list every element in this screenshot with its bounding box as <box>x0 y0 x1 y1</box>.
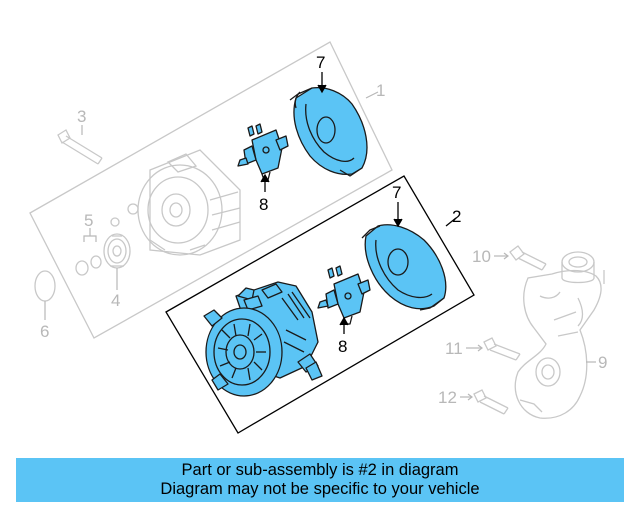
callout-5: 5 <box>84 211 93 230</box>
regulator-cover-upper <box>289 86 368 177</box>
info-banner: Part or sub-assembly is #2 in diagram Di… <box>16 458 624 502</box>
callout-7-upper: 7 <box>316 53 325 72</box>
bracket-ghost <box>514 251 605 419</box>
callout-leaders <box>260 72 457 334</box>
alternator-ghost <box>137 149 241 256</box>
callout-8-upper: 8 <box>259 195 268 214</box>
ghost-leaders-1 <box>44 91 379 320</box>
callout-1: 1 <box>376 81 385 100</box>
callout-2: 2 <box>452 207 461 226</box>
callout-9: 9 <box>598 353 607 372</box>
callout-3: 3 <box>77 107 86 126</box>
callout-4: 4 <box>111 291 120 310</box>
washer-ghost <box>34 270 56 302</box>
bolt-ghost-10 <box>509 245 547 271</box>
bolt-ghost-11 <box>483 337 521 361</box>
bolt-ghost-12 <box>473 389 509 415</box>
callout-7-lower: 7 <box>392 183 401 202</box>
regulator-lower <box>317 265 371 325</box>
callout-6: 6 <box>40 322 49 341</box>
callout-12: 12 <box>438 388 457 407</box>
bolt-ghost-3 <box>57 129 103 165</box>
banner-line-2: Diagram may not be specific to your vehi… <box>160 480 480 498</box>
regulator-upper <box>237 123 289 181</box>
assembly-1-frame <box>29 41 393 339</box>
nut-ghost-a <box>75 260 89 276</box>
assembly-2-frame <box>165 175 475 434</box>
parts-diagram: 7 8 7 2 8 1 3 5 4 6 10 11 9 12 <box>29 41 607 434</box>
callout-8-lower: 8 <box>338 337 347 356</box>
nut-ghost-b <box>90 255 102 269</box>
pulley-ghost <box>103 233 131 269</box>
banner-line-1: Part or sub-assembly is #2 in diagram <box>181 461 459 479</box>
assembly-1-ghost <box>29 41 393 339</box>
ghost-leaders-2 <box>460 252 596 401</box>
callout-11: 11 <box>445 339 463 358</box>
alternator-assembly <box>203 281 323 397</box>
regulator-cover-lower <box>361 224 447 311</box>
callout-10: 10 <box>472 247 491 266</box>
